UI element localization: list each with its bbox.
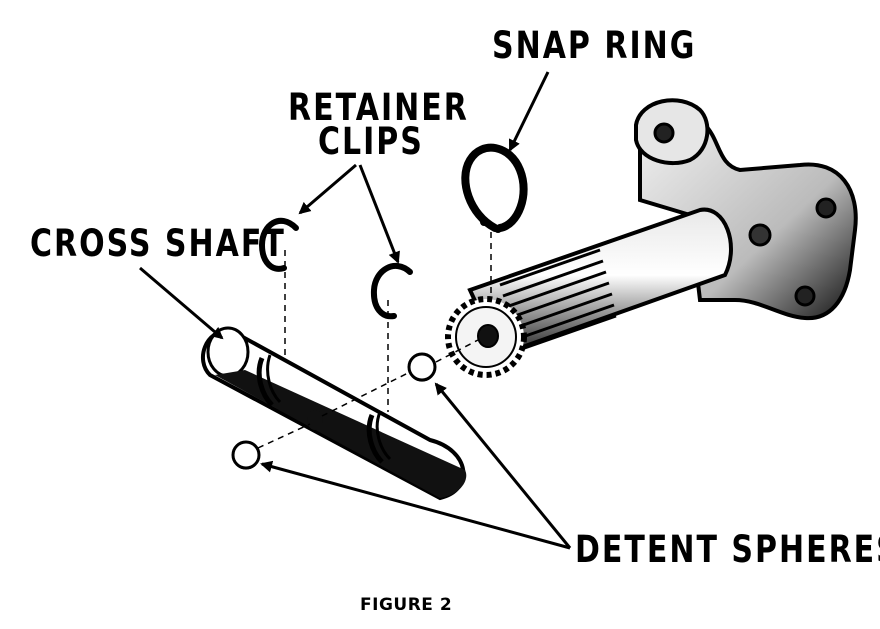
detent-hole [307,410,323,430]
arrow-retainer-left [298,163,357,215]
retainer-clip-right [370,263,413,320]
cross-shaft-shade [215,370,467,498]
cross-hole [477,324,499,348]
retainer-clip-left [258,217,299,272]
yoke-bolt-hole [748,223,772,247]
leader-arrows [139,71,572,550]
alignment-lines [257,232,492,449]
retainer-groove [375,411,392,461]
figure-caption: FIGURE 2 [360,595,453,615]
retainer-groove [266,354,282,404]
yoke-bolt-hole [815,197,837,219]
detent-sphere-upper [407,352,437,382]
yoke-bolt-hole [794,285,816,307]
label-retainer-clips-line1: RETAINER [288,86,469,130]
label-cross-shaft: CROSS SHAFT [30,222,286,266]
arrow-snap-ring [508,71,550,152]
label-snap-ring: SNAP RING [492,24,697,68]
label-detent-spheres: DETENT SPHERES [575,528,880,572]
snap-ring [461,143,528,233]
cross-shaft [200,326,467,501]
detent-sphere-lower [231,440,261,470]
arrow-retainer-right [358,164,400,264]
retainer-groove [366,414,384,464]
arrow-detent-lower [260,460,571,550]
output-shaft-barrel [467,207,733,358]
arrow-detent-upper [434,382,572,549]
label-retainer-clips-line2: CLIPS [318,120,424,164]
yoke-bolt-hole [653,122,675,144]
yoke-assembly [445,98,858,378]
retainer-groove [256,357,274,407]
arrow-cross-shaft [139,266,224,340]
spline-teeth [499,248,617,353]
cross-shaft-end [206,326,250,378]
